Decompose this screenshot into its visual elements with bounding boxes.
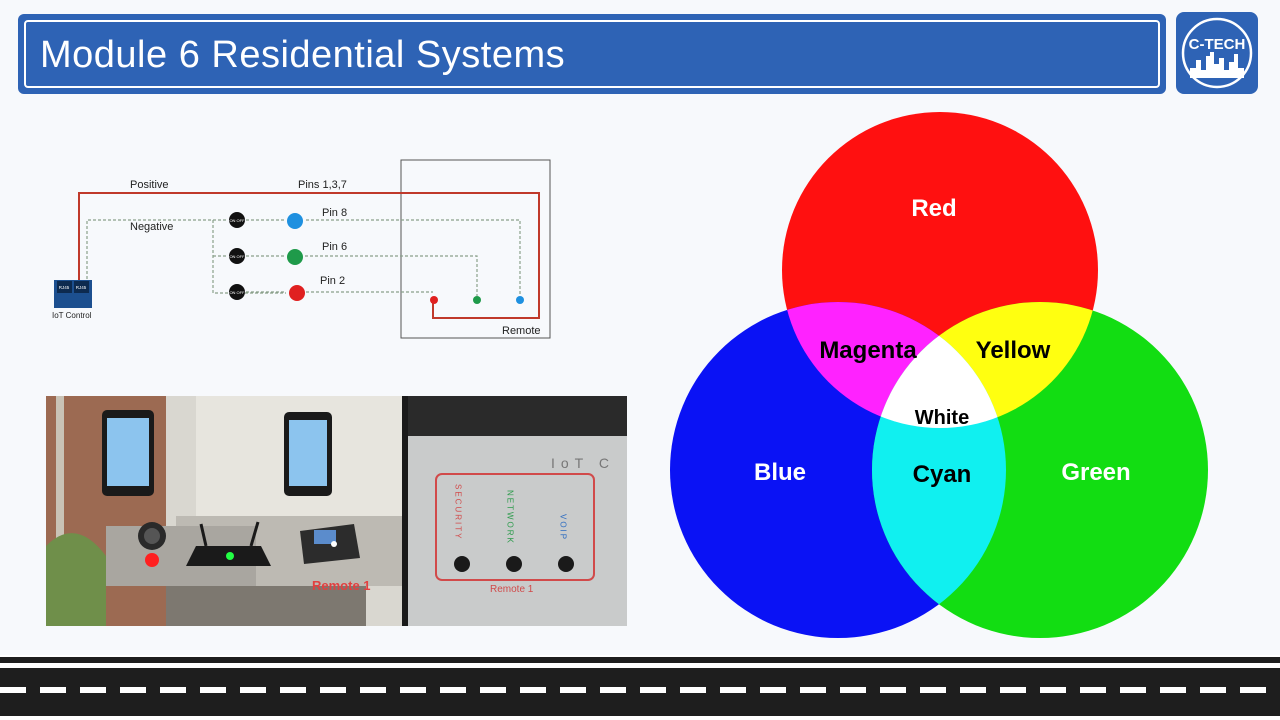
switch-pin2: ON OFF (229, 284, 245, 300)
white-label: White (915, 407, 969, 429)
red-label: Red (911, 195, 956, 222)
cyan-label: Cyan (913, 461, 972, 488)
remote-panel-outline (435, 473, 595, 581)
switch-pin6: ON OFF (229, 248, 245, 264)
remote-blue-led (516, 296, 524, 304)
positive-label: Positive (130, 179, 169, 191)
green-label: Green (1061, 459, 1130, 486)
voip-label: VOIP (559, 514, 568, 541)
city-skyline-icon: C-TECH (1181, 17, 1253, 89)
positive-wire (78, 192, 540, 319)
voip-phone (300, 524, 360, 564)
tablet-right (284, 412, 332, 496)
svg-text:ON OFF: ON OFF (229, 218, 245, 223)
tablet-left (102, 410, 154, 496)
pin8-label: Pin 8 (322, 207, 347, 219)
iot-panel-title: IoT C (551, 455, 615, 471)
wiring-diagram: Positive Pins 1,3,7 Negative Pin 8 Pin 6… (52, 159, 551, 339)
pin2-label: Pin 2 (320, 275, 345, 287)
svg-text:RJ45: RJ45 (76, 285, 87, 290)
title-bar: Module 6 Residential Systems (18, 14, 1166, 94)
remote-green-led (473, 296, 481, 304)
logo-text: C-TECH (1189, 36, 1246, 53)
blue-label: Blue (754, 459, 806, 486)
router (186, 521, 271, 566)
remote-box (400, 159, 551, 339)
yellow-label: Yellow (976, 337, 1051, 364)
iot-control-label: IoT Control (52, 311, 92, 320)
switch-pin8: ON OFF (229, 212, 245, 228)
remote-label: Remote (502, 325, 541, 337)
security-label: SECURITY (454, 484, 463, 540)
security-camera (138, 522, 166, 567)
svg-text:RJ45: RJ45 (59, 285, 70, 290)
svg-text:ON OFF: ON OFF (229, 290, 245, 295)
blue-led (287, 213, 303, 229)
red-led (289, 285, 305, 301)
network-label: NETWORK (506, 490, 515, 545)
additive-color-venn: Red Blue Green Magenta Yellow Cyan White (670, 112, 1208, 638)
svg-text:ON OFF: ON OFF (229, 254, 245, 259)
page-title: Module 6 Residential Systems (40, 34, 566, 76)
road-footer (0, 655, 1280, 720)
remote-label-right: Remote 1 (490, 584, 534, 595)
iot-control: RJ45 RJ45 (54, 280, 92, 308)
remote-red-led (430, 296, 438, 304)
pin6-label: Pin 6 (322, 241, 347, 253)
pins-label: Pins 1,3,7 (298, 179, 347, 191)
remote-label-left: Remote 1 (312, 578, 371, 593)
c-tech-logo: C-TECH (1176, 12, 1258, 94)
magenta-label: Magenta (819, 337, 917, 364)
smart-home-photo: Remote 1 IoT C SECURITY NETWORK VOIP Rem… (46, 396, 627, 626)
green-led (287, 249, 303, 265)
negative-label: Negative (130, 221, 173, 233)
white-region (872, 302, 1006, 428)
title-frame: Module 6 Residential Systems (24, 20, 1160, 88)
